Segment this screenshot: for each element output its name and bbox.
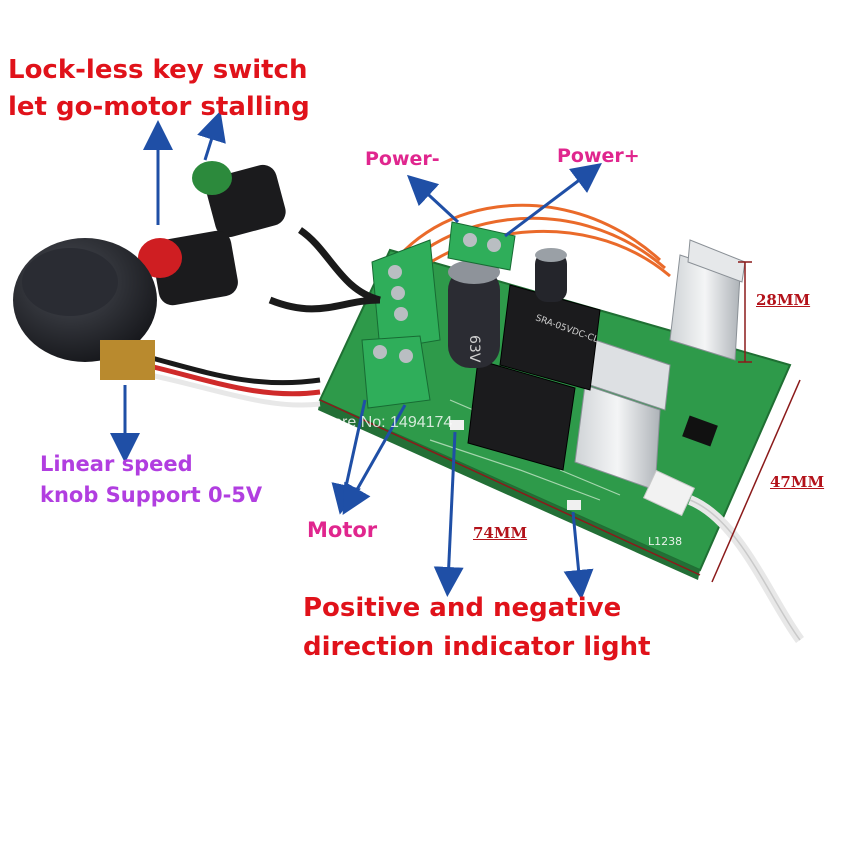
terminal-block-motor xyxy=(361,335,431,409)
knob-label-line2: knob Support 0-5V xyxy=(40,483,263,507)
arrow-green-button xyxy=(197,110,226,161)
green-push-button xyxy=(192,161,381,304)
dimension-length: 74MM xyxy=(473,524,528,542)
switch-label-line2: let go-motor stalling xyxy=(8,92,310,122)
heatsink-lower xyxy=(574,339,671,491)
indicator-label-line1: Positive and negative xyxy=(303,593,622,623)
arrow-motor-2 xyxy=(342,404,407,516)
chip-marking: L1238 xyxy=(648,535,682,548)
relay-upper: SRA-05VDC-CL xyxy=(499,284,601,391)
capacitor-marking: 63V xyxy=(466,335,482,363)
terminal-block-side xyxy=(371,239,441,351)
knob-label-line1: Linear speed xyxy=(40,452,193,476)
relay-lower xyxy=(467,359,576,471)
ic-chip xyxy=(682,415,718,447)
switch-label-line1: Lock-less key switch xyxy=(8,55,308,85)
led-forward xyxy=(450,420,464,430)
store-watermark: Store No: 1494174 xyxy=(318,414,453,431)
power-minus-label: Power- xyxy=(365,148,440,170)
terminal-block-power xyxy=(447,221,516,271)
capacitor-large: 63V xyxy=(448,260,500,368)
indicator-label-line2: direction indicator light xyxy=(303,632,651,662)
dimension-height: 28MM xyxy=(756,291,811,309)
led-reverse xyxy=(567,500,581,510)
red-push-button xyxy=(138,230,381,313)
arrow-power-plus xyxy=(504,162,602,238)
dimension-lines xyxy=(319,261,801,583)
dimension-width: 47MM xyxy=(770,473,825,491)
power-plus-label: Power+ xyxy=(557,145,640,167)
annotation-arrows xyxy=(110,110,602,600)
arrow-led-reverse xyxy=(563,511,594,600)
white-cable xyxy=(642,469,805,643)
speed-knob xyxy=(13,238,321,408)
motor-label: Motor xyxy=(307,518,378,542)
arrow-led-forward xyxy=(433,431,464,597)
heatsink-upper xyxy=(669,239,746,361)
arrow-power-minus xyxy=(406,174,460,224)
capacitor-small xyxy=(535,248,567,302)
